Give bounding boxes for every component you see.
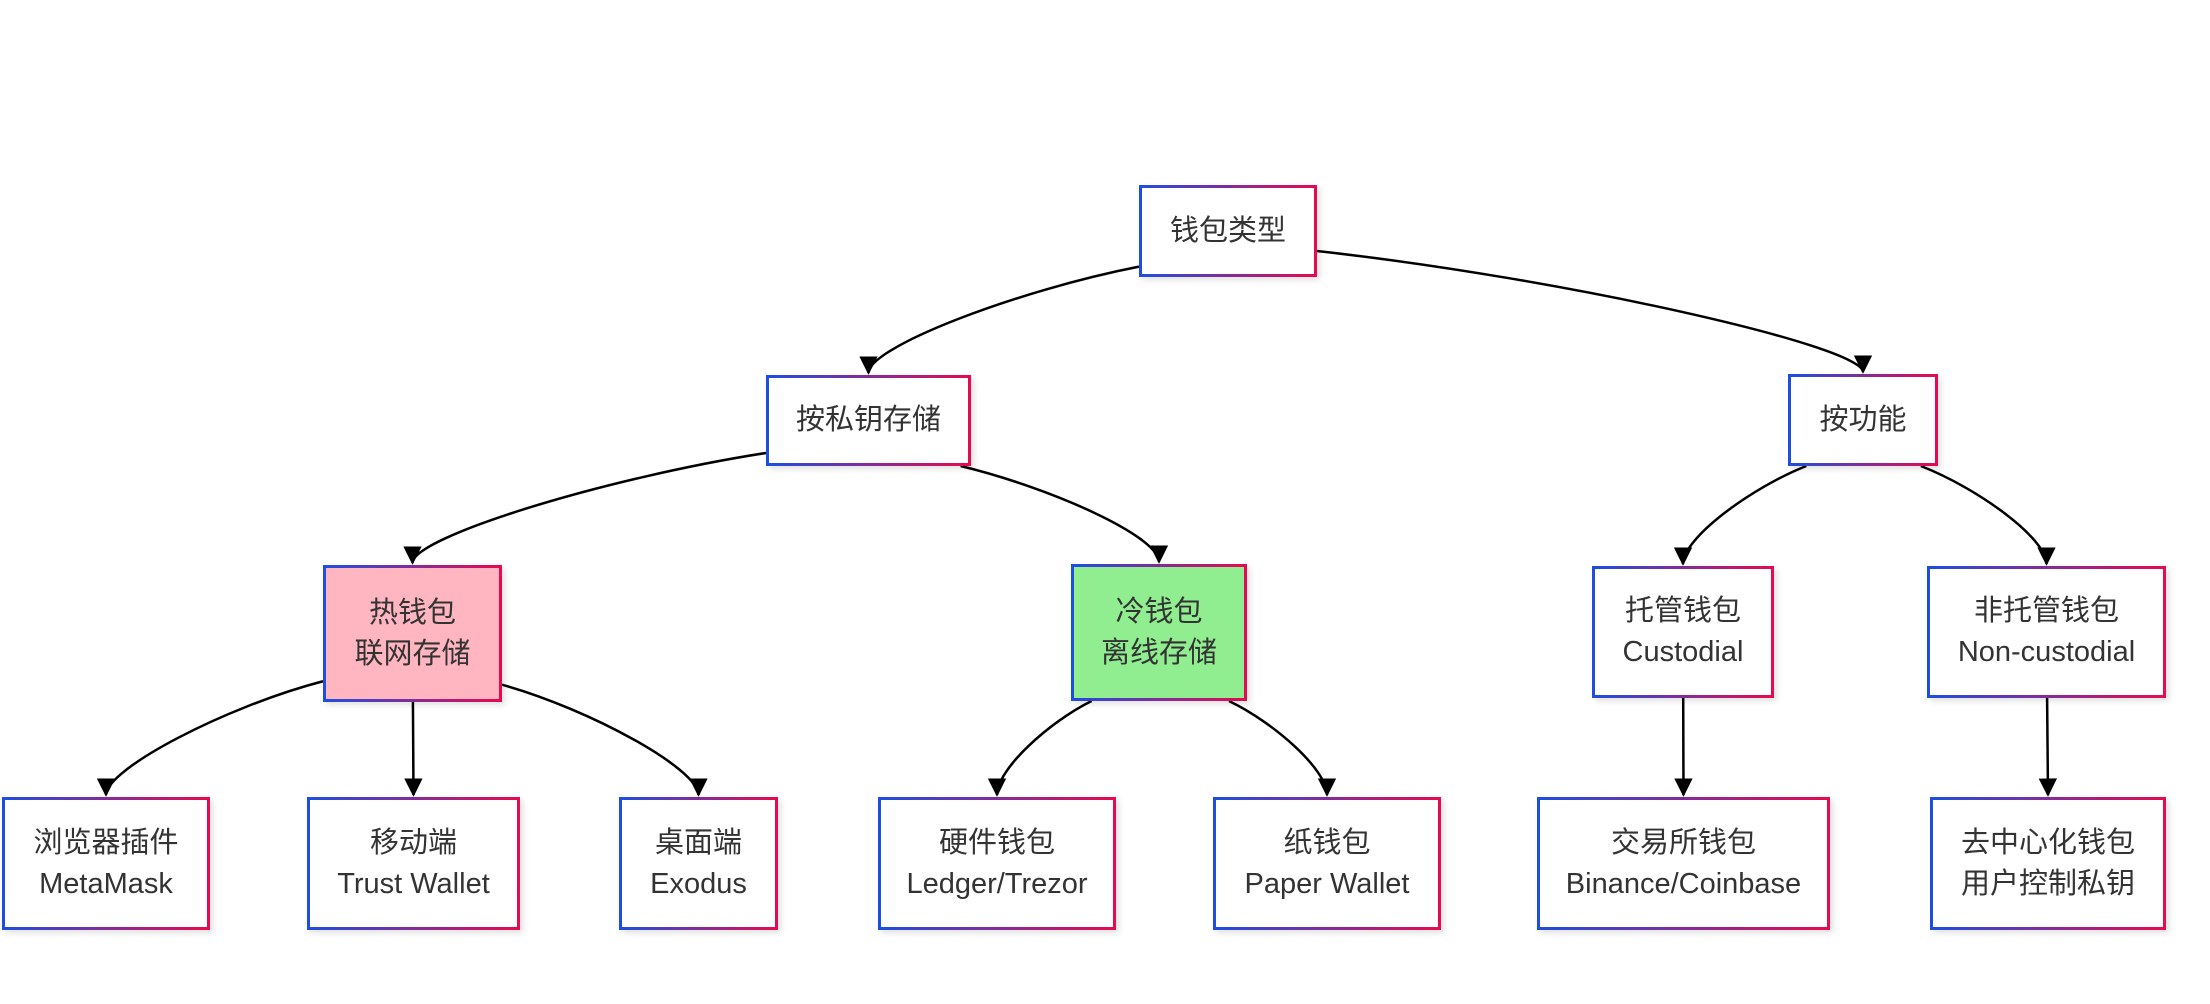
edge-storage-to-cold: [960, 464, 1169, 564]
node-paper-wallet: 纸钱包 Paper Wallet: [1213, 797, 1441, 930]
edge-hot-to-desktop: [501, 683, 708, 797]
edge-function-to-noncustodial: [1920, 464, 2056, 566]
node-label: 硬件钱包: [938, 826, 1055, 859]
node-sublabel: Exodus: [650, 867, 747, 900]
node-sublabel: Trust Wallet: [337, 867, 490, 900]
node-label: 纸钱包: [1283, 826, 1371, 859]
edge-hot-to-browser: [96, 680, 324, 797]
edge-root-to-function: [1316, 249, 1872, 374]
node-by-private-key-storage: 按私钥存储: [766, 375, 971, 466]
node-sublabel: 离线存储: [1100, 636, 1217, 669]
node-sublabel: Binance/Coinbase: [1565, 867, 1802, 900]
node-sublabel: 用户控制私钥: [1960, 867, 2135, 900]
node-by-function: 按功能: [1788, 374, 1938, 466]
edge-storage-to-hot: [403, 451, 767, 565]
edge-hot-to-mobile: [404, 701, 423, 797]
node-hardware-wallet: 硬件钱包 Ledger/Trezor: [878, 797, 1116, 930]
node-label: 钱包类型: [1169, 214, 1286, 247]
node-sublabel: MetaMask: [39, 867, 173, 900]
node-label: 浏览器插件: [33, 826, 179, 859]
node-decentralized-wallet: 去中心化钱包 用户控制私钥: [1930, 797, 2166, 930]
node-sublabel: 联网存储: [354, 637, 471, 670]
node-browser-extension: 浏览器插件 MetaMask: [2, 797, 210, 930]
node-sublabel: Non-custodial: [1957, 636, 2136, 668]
node-label: 移动端: [369, 826, 457, 859]
node-hot-wallet: 热钱包 联网存储: [323, 565, 502, 702]
node-label: 桌面端: [654, 826, 742, 859]
node-label: 非托管钱包: [1973, 595, 2119, 628]
node-label: 托管钱包: [1624, 595, 1741, 628]
node-mobile-wallet: 移动端 Trust Wallet: [307, 797, 520, 930]
node-sublabel: Paper Wallet: [1244, 867, 1410, 900]
node-label: 冷钱包: [1115, 595, 1203, 628]
edge-noncustodial-to-decentralized: [2038, 697, 2058, 797]
edge-root-to-storage: [859, 265, 1140, 375]
node-custodial-wallet: 托管钱包 Custodial: [1592, 566, 1774, 698]
edge-function-to-custodial: [1673, 464, 1807, 566]
edge-cold-to-paper: [1228, 699, 1337, 797]
node-label: 交易所钱包: [1610, 826, 1756, 859]
node-desktop-wallet: 桌面端 Exodus: [619, 797, 778, 930]
edge-cold-to-hardware: [987, 699, 1093, 797]
node-label: 按功能: [1819, 403, 1907, 436]
node-sublabel: Custodial: [1622, 636, 1744, 668]
node-non-custodial-wallet: 非托管钱包 Non-custodial: [1927, 566, 2166, 698]
node-wallet-types: 钱包类型: [1139, 185, 1317, 277]
node-label: 去中心化钱包: [1960, 826, 2135, 859]
node-cold-wallet: 冷钱包 离线存储: [1071, 564, 1247, 701]
node-label: 按私钥存储: [795, 404, 941, 437]
node-sublabel: Ledger/Trezor: [906, 867, 1088, 900]
node-label: 热钱包: [368, 596, 456, 629]
node-exchange-wallet: 交易所钱包 Binance/Coinbase: [1537, 797, 1830, 930]
